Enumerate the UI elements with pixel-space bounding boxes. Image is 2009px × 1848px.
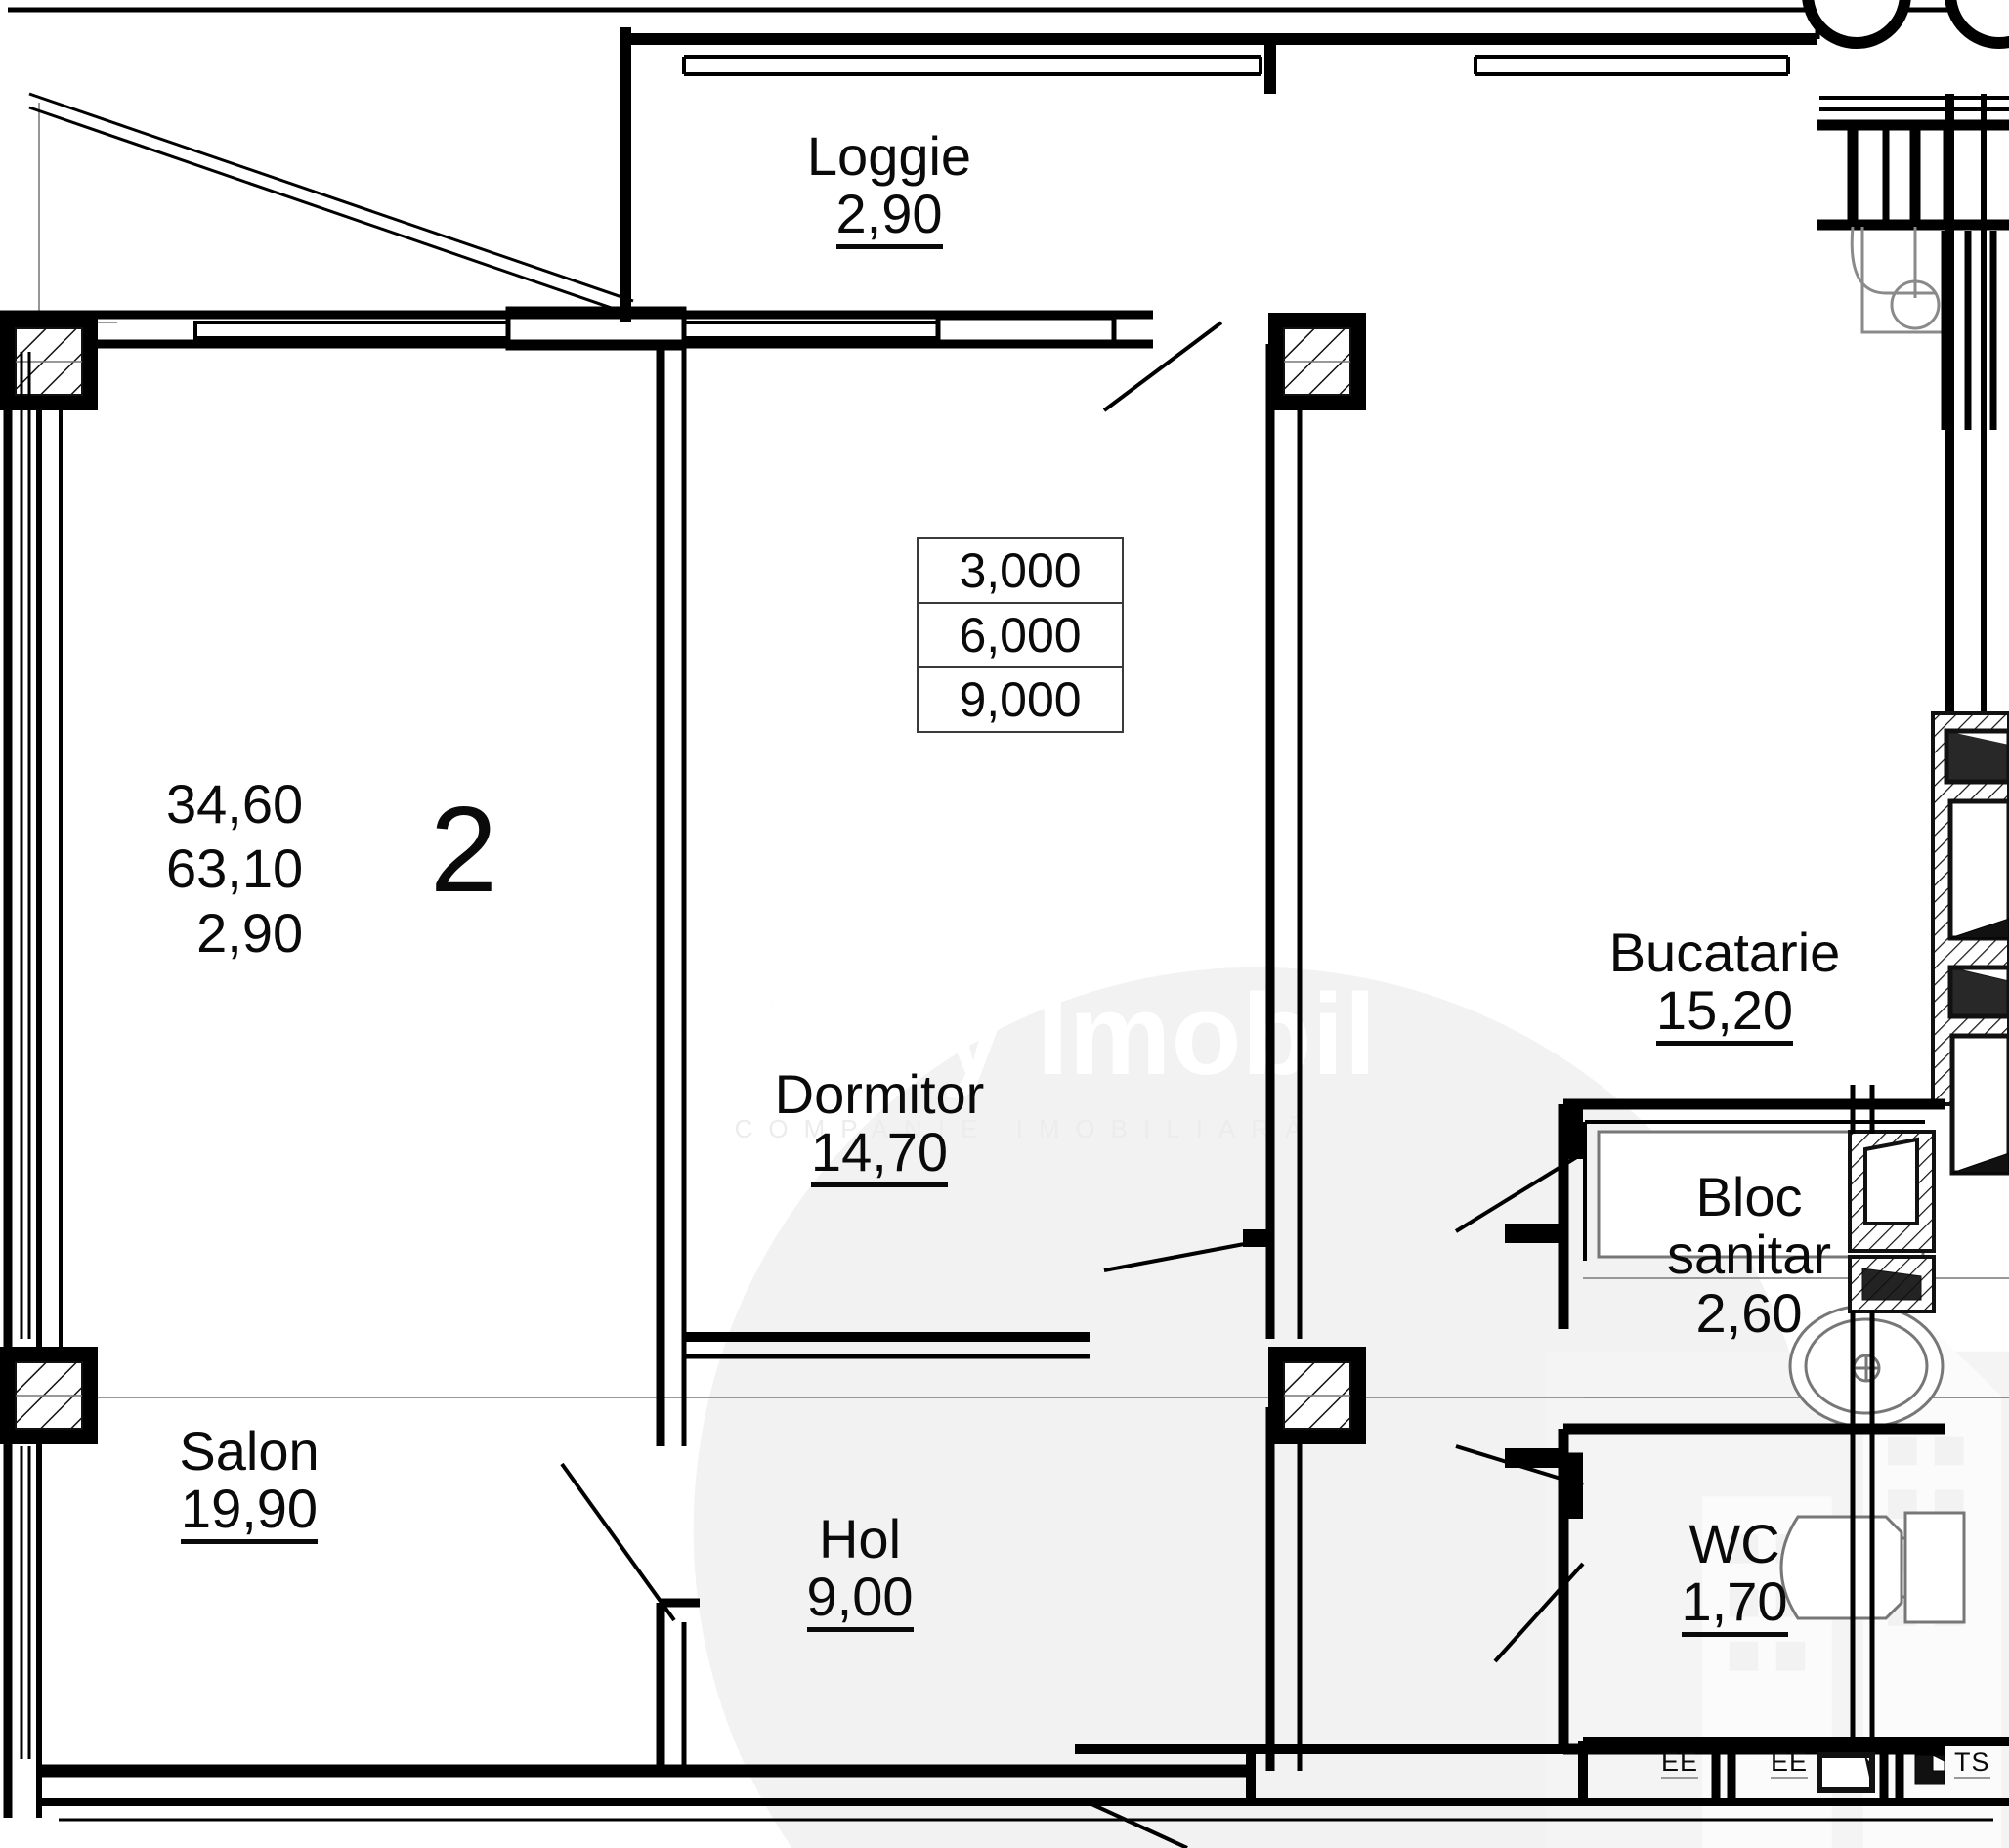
annotation-ee-1-label: EE bbox=[1661, 1747, 1699, 1779]
room-label-salon: Salon 19,90 bbox=[137, 1422, 362, 1544]
area-summary: 34,60 63,10 2,90 bbox=[166, 772, 303, 966]
left-glazing bbox=[20, 352, 31, 1759]
room-name-hol: Hol bbox=[818, 1508, 902, 1569]
room-name-dormitor: Dormitor bbox=[774, 1063, 985, 1125]
annotation-ts: TS bbox=[1954, 1747, 1990, 1779]
annotation-ts-label: TS bbox=[1954, 1747, 1990, 1779]
room-area-loggie: 2,90 bbox=[835, 185, 943, 249]
room-label-hol: Hol 9,00 bbox=[762, 1510, 958, 1632]
level-row-2: 6,000 bbox=[919, 604, 1122, 668]
room-name-wc: WC bbox=[1688, 1513, 1780, 1574]
annotation-ee-1: EE bbox=[1661, 1747, 1699, 1779]
room-label-loggie: Loggie 2,90 bbox=[772, 127, 1006, 249]
door-jambs bbox=[1243, 1108, 1583, 1519]
room-label-bloc-sanitar: Bloc sanitar 2,60 bbox=[1603, 1168, 1896, 1342]
room-name-bucatarie: Bucatarie bbox=[1608, 922, 1841, 983]
level-row-3: 9,000 bbox=[959, 672, 1082, 727]
room-area-bucatarie: 15,20 bbox=[1655, 981, 1794, 1046]
room-area-salon: 19,90 bbox=[180, 1480, 319, 1544]
room-name-sanitar: sanitar bbox=[1666, 1224, 1832, 1286]
room-area-bloc-sanitar: 2,60 bbox=[1695, 1281, 1803, 1344]
room-name-bloc: Bloc bbox=[1695, 1166, 1803, 1227]
summary-total-area: 63,10 bbox=[166, 838, 304, 900]
room-area-dormitor: 14,70 bbox=[810, 1123, 949, 1187]
apartment-number: 2 bbox=[430, 783, 497, 918]
level-row-1: 3,000 bbox=[919, 539, 1122, 604]
level-elevation-table: 3,000 6,000 9,000 bbox=[917, 537, 1124, 733]
annotation-ee-2: EE bbox=[1771, 1747, 1809, 1779]
summary-living-area: 34,60 bbox=[166, 773, 304, 835]
room-area-hol: 9,00 bbox=[806, 1568, 914, 1632]
annotation-ee-2-label: EE bbox=[1771, 1747, 1809, 1779]
room-name-loggie: Loggie bbox=[806, 125, 972, 187]
room-name-salon: Salon bbox=[179, 1420, 320, 1482]
summary-balcony-area: 2,90 bbox=[196, 902, 304, 965]
room-area-wc: 1,70 bbox=[1681, 1572, 1788, 1637]
room-label-wc: WC 1,70 bbox=[1622, 1515, 1847, 1637]
room-label-dormitor: Dormitor 14,70 bbox=[743, 1065, 1016, 1187]
room-label-bucatarie: Bucatarie 15,20 bbox=[1563, 924, 1886, 1046]
door-leaders bbox=[560, 321, 1585, 1848]
